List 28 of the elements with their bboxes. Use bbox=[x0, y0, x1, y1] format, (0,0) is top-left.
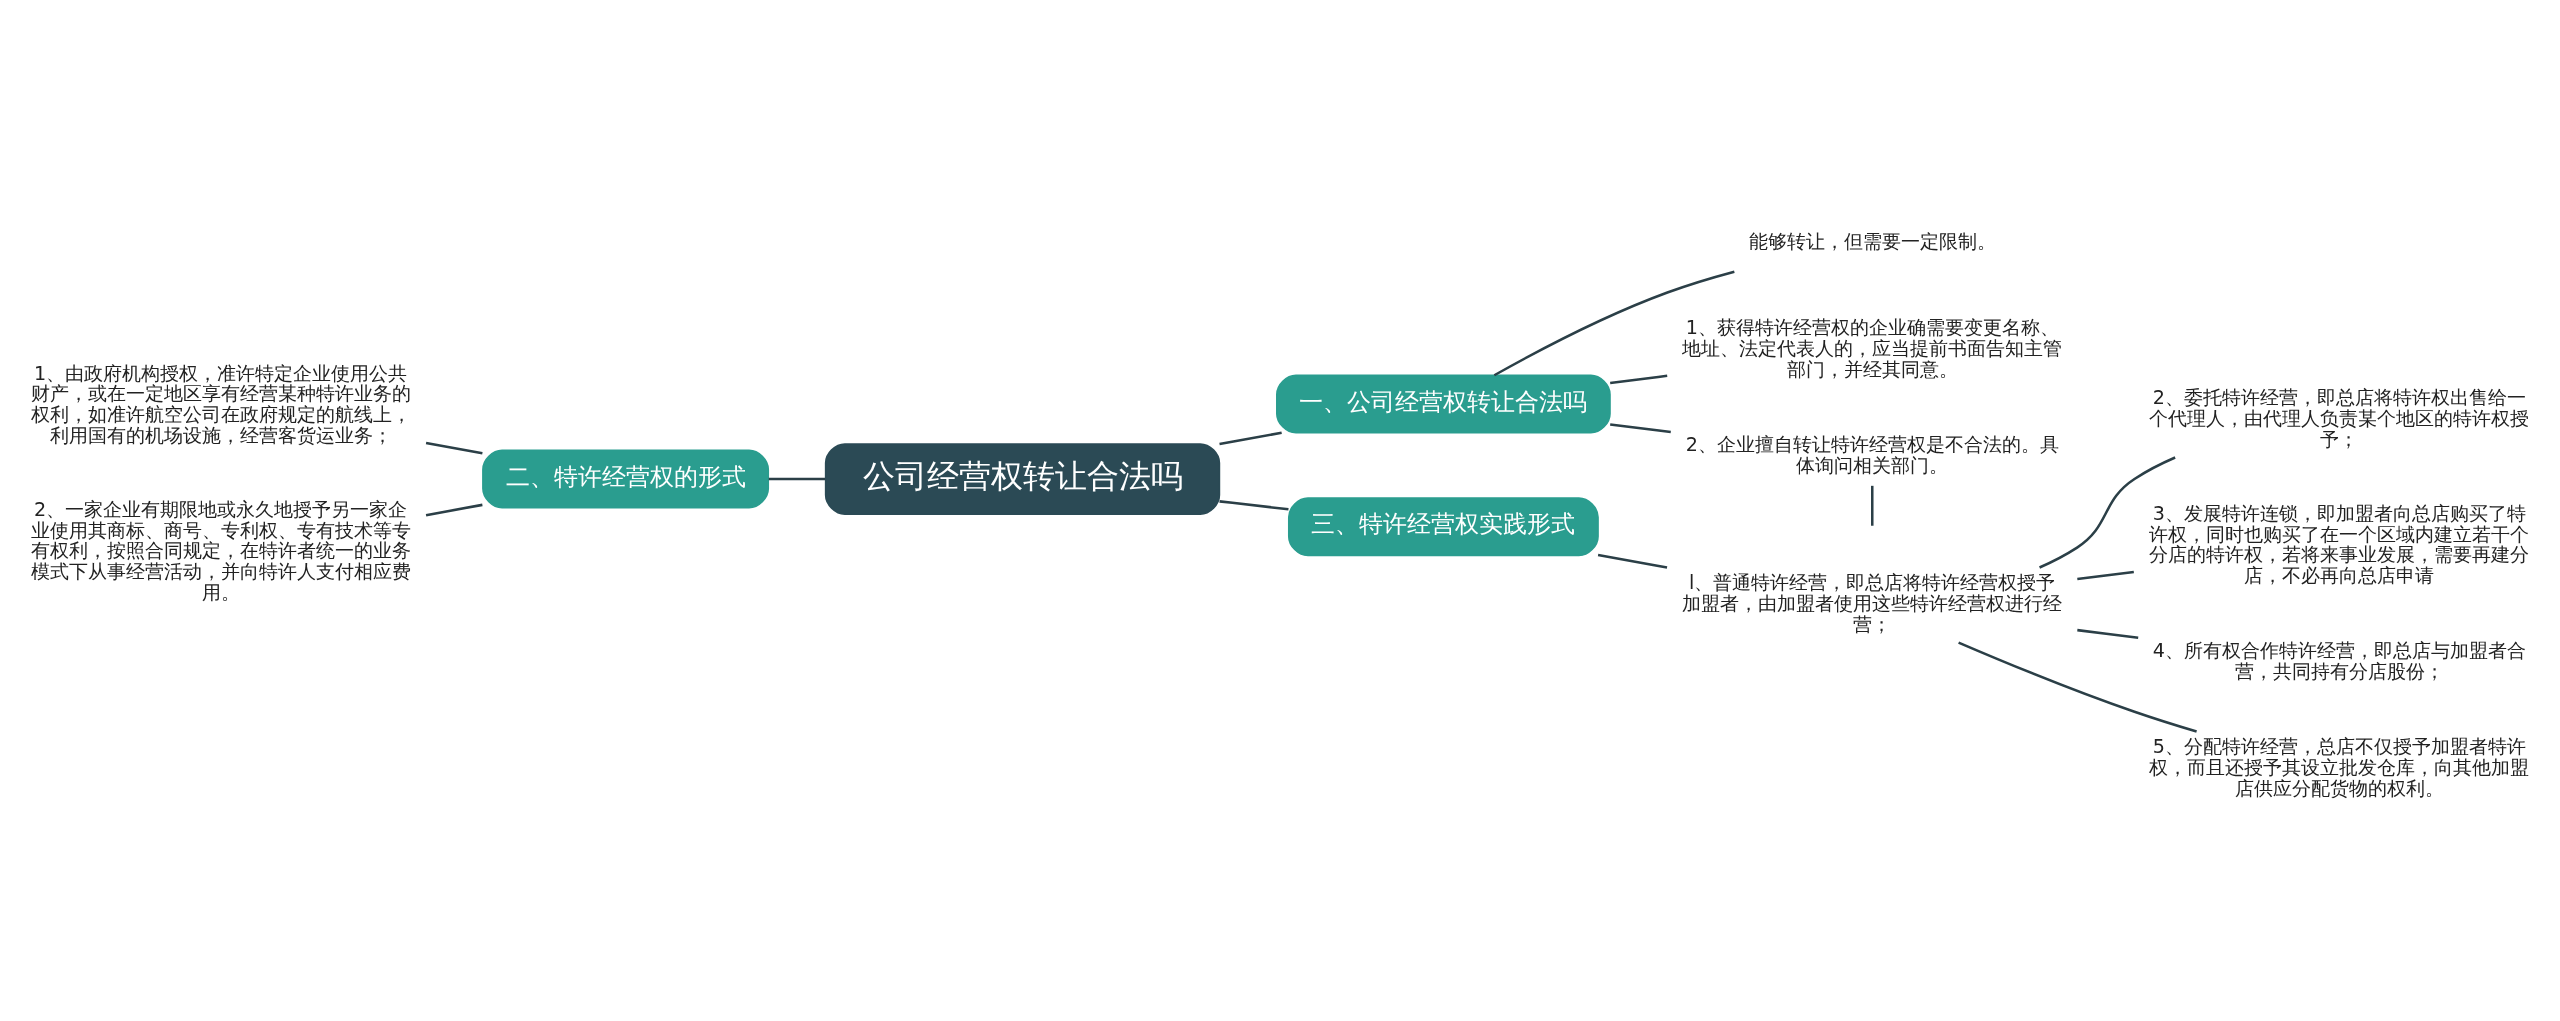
node-box: 二、特许经营权的形式 bbox=[482, 449, 770, 509]
connector bbox=[1610, 423, 1671, 434]
connector bbox=[425, 503, 483, 517]
node-text: l、普通特许经营，即总店将特许经营权授予加盟者，由加盟者使用这些特许经营权进行经营； bbox=[1682, 571, 2063, 636]
node-text: 3、发展特许连锁，即加盟者向总店购买了特许权，同时也购买了在一个区域内建立若干个分店的特许权，若将来事业发展，需要再建分店，不必再向总店申请 bbox=[2149, 501, 2530, 587]
connector bbox=[1610, 374, 1668, 385]
node-text: 2、企业擅自转让特许经营权是不合法的。具体询问相关部门。 bbox=[1685, 433, 2059, 477]
connector bbox=[1597, 553, 1668, 569]
connector bbox=[1219, 500, 1289, 511]
node-text: 能够转让，但需要一定限制。 bbox=[1748, 230, 1996, 254]
node-box: 三、特许经营权实践形式 bbox=[1287, 497, 1599, 557]
node-text: 4、所有权合作特许经营，即总店与加盟者合营，共同持有分店股份； bbox=[2152, 638, 2526, 683]
connector bbox=[1493, 270, 1735, 377]
node-text: 5、分配特许经营，总店不仅授予加盟者特许权，而且还授予其设立批发仓库，向其他加盟店供应分配货物的权利。 bbox=[2149, 735, 2530, 800]
connector bbox=[1870, 485, 1874, 526]
connector bbox=[425, 441, 483, 455]
connector bbox=[2077, 628, 2139, 639]
node-box: 一、公司经营权转让合法吗 bbox=[1276, 374, 1611, 434]
connector bbox=[2039, 456, 2176, 569]
connector bbox=[1958, 641, 2197, 733]
connector bbox=[768, 477, 826, 481]
node-box: 公司经营权转让合法吗 bbox=[824, 443, 1221, 515]
node-text: 1、获得特许经营权的企业确需要变更名称、地址、法定代表人的，应当提前书面告知主管部门，并经其同意。 bbox=[1682, 316, 2063, 381]
node-text: 1、由政府机构授权，准许特定企业使用公共财产，或在一定地区享有经营某种特许业务的权利，如准许航空公司在政府规定的航线上，利用国有的机场设施，经营客货运业务； bbox=[30, 361, 411, 447]
node-text: 2、委托特许经营，即总店将特许权出售给一个代理人，由代理人负责某个地区的特许权授予； bbox=[2149, 386, 2530, 451]
node-text: 2、一家企业有期限地或永久地授予另一家企业使用其商标、商号、专利权、专有技术等专有权利，按照合同规定，在特许者统一的业务模式下从事经营活动，并向特许人支付相应费用。 bbox=[30, 497, 411, 604]
connector bbox=[1219, 431, 1282, 446]
connector bbox=[2077, 570, 2134, 581]
